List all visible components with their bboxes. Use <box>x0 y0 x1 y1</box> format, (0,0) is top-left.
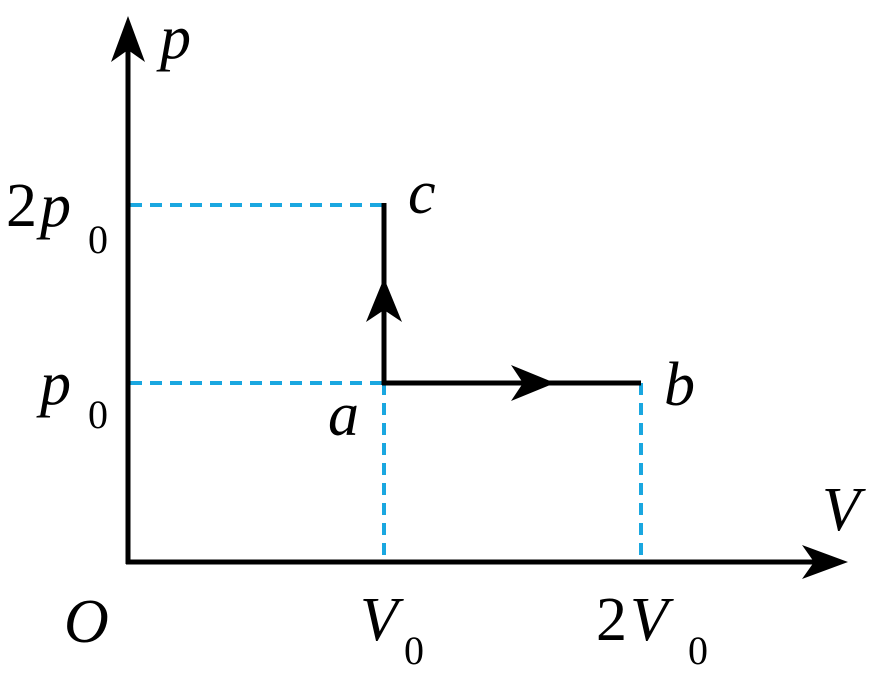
tick-2v0-coef: 2 <box>596 586 627 654</box>
axes <box>125 45 815 565</box>
tick-2v0-sub: 0 <box>688 628 708 673</box>
tick-v0-sub: 0 <box>404 628 424 673</box>
tick-label-p0: p 0 <box>36 350 108 437</box>
tick-v0-main: V <box>360 586 404 654</box>
point-label-c: c <box>408 159 436 227</box>
guide-lines <box>130 203 643 562</box>
process-a-to-b-arrow <box>511 365 555 401</box>
x-axis-arrowhead <box>802 545 848 579</box>
tick-label-2p0: 2 p 0 <box>6 172 108 262</box>
process-paths <box>381 203 641 386</box>
tick-2p0-sub: 0 <box>88 217 108 262</box>
x-axis-label: V <box>822 476 866 544</box>
point-label-b: b <box>664 351 695 419</box>
tick-label-v0: V 0 <box>360 586 424 673</box>
tick-2p0-main: p <box>36 172 71 240</box>
point-label-a: a <box>328 381 359 449</box>
tick-2v0-main: V <box>630 586 674 654</box>
tick-2p0-coef: 2 <box>6 172 37 240</box>
process-a-to-c-arrow <box>366 278 402 322</box>
tick-p0-sub: 0 <box>88 392 108 437</box>
tick-p0-main: p <box>36 350 71 418</box>
origin-label: O <box>64 588 109 656</box>
tick-label-2v0: 2 V 0 <box>596 586 708 673</box>
y-axis-arrowhead <box>111 16 145 62</box>
y-axis-label: p <box>156 4 191 72</box>
